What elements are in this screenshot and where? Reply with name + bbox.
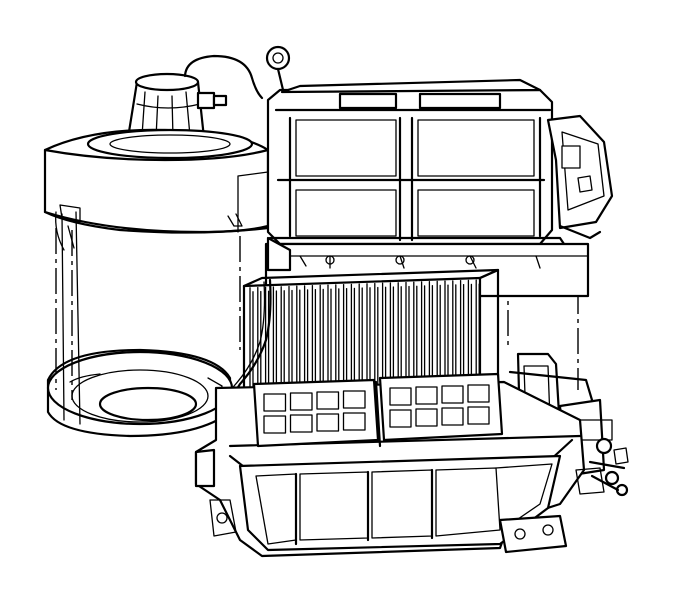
grid-cell: [263, 393, 287, 412]
guide-lines: [55, 211, 579, 425]
grid-cell: [389, 409, 412, 428]
grid-cell: [342, 412, 366, 431]
blower-motor: [126, 45, 291, 140]
blower-inlet-scroll: [46, 348, 234, 438]
grid-cell: [441, 385, 464, 404]
grid-cell: [467, 384, 490, 403]
grid-divider: [374, 380, 382, 448]
mode-door-grid-left: [252, 378, 380, 448]
grid-cell: [389, 387, 412, 406]
mode-door-grid-right: [378, 372, 504, 442]
grid-cell: [441, 407, 464, 426]
grid-cell: [342, 390, 366, 409]
grid-cell: [263, 415, 287, 434]
grid-cell: [467, 406, 490, 425]
grid-cell: [415, 408, 438, 427]
blower-housing: [43, 128, 270, 251]
grid-cell: [289, 392, 313, 411]
grid-cell: [316, 413, 340, 432]
grid-cell: [415, 386, 438, 405]
upper-case: [266, 78, 614, 252]
grid-cell: [316, 391, 340, 410]
grid-cell: [289, 414, 313, 433]
